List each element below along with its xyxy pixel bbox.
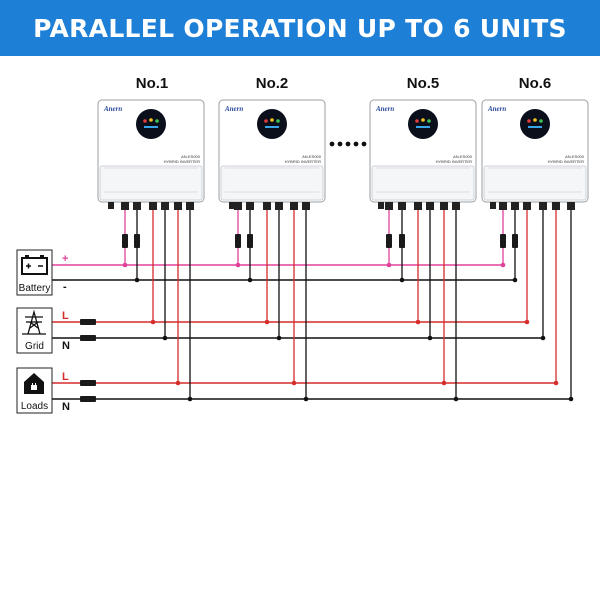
brand-logo: Anern [224,105,243,113]
model-number: AN-ES000 [302,154,322,159]
brand-logo: Anern [375,105,394,113]
house-plug-icon [24,373,44,394]
status-indicator [270,118,274,122]
grid-line-label: L [62,310,69,322]
battery-device: Battery [16,249,53,296]
model-number: AN-ES000 [453,154,473,159]
loads-label: Loads [21,401,48,412]
display-screen [520,109,550,139]
status-indicator [264,119,268,123]
model-number: AN-ES000 [565,154,585,159]
status-indicator [415,119,419,123]
status-indicator [143,119,147,123]
status-indicator [421,118,425,122]
grid-label: Grid [25,341,44,352]
inverter-unit-5: Anern AN-ES000 HYBRID INVERTER [369,99,477,203]
unit-2-wiring [237,202,307,399]
power-tower-icon [22,309,46,335]
battery-negative-label: - [63,281,67,293]
status-indicator [155,119,159,123]
battery-positive-label: + [62,253,68,265]
unit-1-wiring [124,202,191,399]
status-indicator [539,119,543,123]
status-indicator [265,126,279,128]
status-indicator [276,119,280,123]
unit-label-2: No.2 [256,75,289,92]
model-number: AN-ES000 [181,154,201,159]
status-indicator [533,118,537,122]
model-subtitle: HYBRID INVERTER [436,159,472,164]
ellipsis-dots [329,141,367,147]
status-indicator [427,119,431,123]
ac-inline-connectors [80,319,96,402]
dc-connectors [122,234,518,248]
inverter-unit-6: Anern AN-ES000 HYBRID INVERTER [481,99,589,203]
inverter-unit-1: Anern AN-ES000 HYBRID INVERTER [97,99,205,203]
display-screen [136,109,166,139]
loads-line-label: L [62,371,69,383]
model-subtitle: HYBRID INVERTER [285,159,321,164]
brand-logo: Anern [103,105,122,113]
page-title: PARALLEL OPERATION UP TO 6 UNITS [0,0,600,56]
inverter-unit-2: Anern AN-ES000 HYBRID INVERTER [218,99,326,203]
unit-label-5: No.5 [407,75,440,92]
grid-neutral-label: N [62,340,70,352]
unit-terminals [108,202,575,210]
loads-device: Loads [16,367,53,414]
display-screen [408,109,438,139]
brand-logo: Anern [487,105,506,113]
battery-label: Battery [19,283,51,294]
loads-neutral-label: N [62,401,70,413]
status-indicator [144,126,158,128]
status-indicator [149,118,153,122]
model-subtitle: HYBRID INVERTER [548,159,584,164]
grid-device: Grid [16,307,53,354]
unit-6-wiring [502,202,572,399]
status-indicator [416,126,430,128]
display-screen [257,109,287,139]
status-indicator [527,119,531,123]
model-subtitle: HYBRID INVERTER [164,159,200,164]
status-indicator [528,126,542,128]
unit-5-wiring [388,202,457,399]
battery-icon [21,255,48,275]
junction-dots [122,262,574,402]
unit-label-6: No.6 [519,75,552,92]
unit-label-1: No.1 [136,75,169,92]
